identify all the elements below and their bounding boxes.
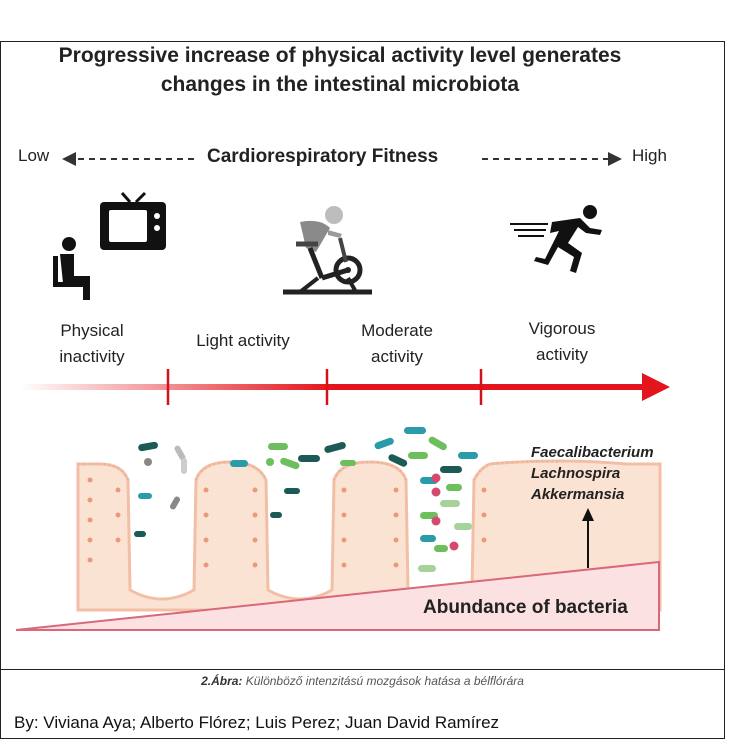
bacteria-name: Lachnospira	[531, 465, 621, 482]
abundance-wedge	[15, 560, 660, 631]
stage-vigorous-line1: Vigorous	[528, 319, 596, 338]
figure-caption: 2.Ábra: Különböző intenzitású mozgások h…	[0, 674, 725, 688]
intestinal-villi	[76, 459, 662, 612]
sitting-person-icon	[53, 237, 90, 300]
fitness-axis-arrow	[62, 152, 622, 166]
stage-inactivity-line2: inactivity	[59, 346, 125, 366]
stage-moderate: Moderate activity	[345, 318, 449, 369]
fitness-axis-title: Cardiorespiratory Fitness	[207, 146, 439, 167]
tv-icon	[100, 191, 166, 250]
fitness-low-label: Low	[18, 146, 50, 165]
stage-inactivity: Physical inactivity	[40, 318, 144, 369]
stationary-bike-icon	[283, 206, 372, 295]
stage-light-line1: Light activity	[196, 331, 290, 350]
figure-title-line1: Progressive increase of physical activit…	[58, 44, 622, 67]
abundance-label: Abundance of bacteria	[423, 597, 628, 618]
stage-moderate-line1: Moderate	[361, 321, 433, 340]
figure-title-line2: changes in the intestinal microbiota	[160, 73, 520, 96]
stage-light: Light activity	[180, 328, 306, 354]
fitness-high-label: High	[632, 146, 667, 165]
stage-vigorous-line2: activity	[536, 344, 588, 364]
figure-frame	[0, 41, 725, 739]
caption-divider	[0, 669, 725, 670]
bacteria-cluster	[134, 427, 478, 572]
stage-vigorous: Vigorous activity	[510, 316, 614, 367]
activity-arrow	[20, 369, 670, 405]
increase-arrow	[582, 508, 594, 568]
bacteria-name: Akkermansia	[531, 486, 625, 503]
bacteria-name: Faecalibacterium	[531, 444, 654, 461]
bacteria-list: Faecalibacterium Lachnospira Akkermansia	[531, 442, 654, 505]
running-person-icon	[510, 205, 602, 273]
caption-prefix: 2.Ábra:	[201, 674, 243, 688]
caption-text: Különböző intenzitású mozgások hatása a …	[242, 674, 524, 688]
authors-line: By: Viviana Aya; Alberto Flórez; Luis Pe…	[14, 713, 500, 732]
stage-moderate-line2: activity	[371, 346, 423, 366]
stage-inactivity-line1: Physical	[60, 321, 124, 340]
